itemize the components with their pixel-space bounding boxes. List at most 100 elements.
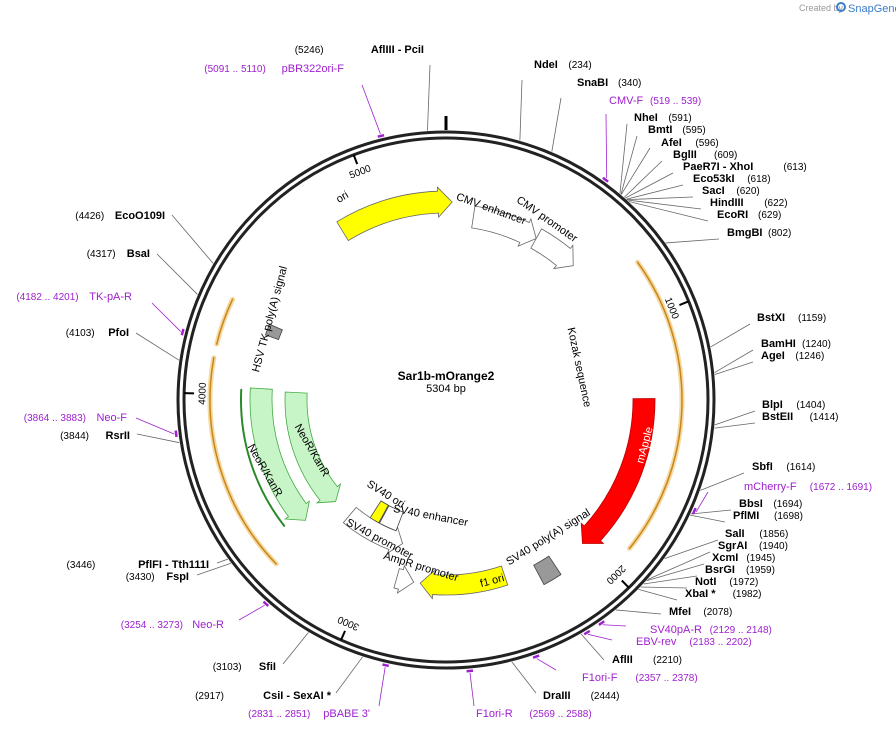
primer-neo-r[interactable]: Neo-R(3254 .. 3273) bbox=[121, 619, 224, 631]
site-bsteii[interactable]: BstEII (1414) bbox=[762, 411, 839, 423]
site-pos: (2210) bbox=[653, 655, 682, 666]
site-sgrai[interactable]: SgrAI(1940) bbox=[718, 540, 788, 552]
site-pflmi[interactable]: PflMI(1698) bbox=[733, 510, 803, 522]
feature-label-kozak-sequence: Kozak sequence bbox=[565, 326, 594, 408]
primer-f1ori-r[interactable]: F1ori-R(2569 .. 2588) bbox=[476, 708, 592, 720]
site-ndei[interactable]: NdeI(234) bbox=[534, 59, 592, 71]
primer-mark bbox=[377, 133, 385, 138]
site-name: BsaI bbox=[127, 248, 150, 260]
leader-line bbox=[620, 147, 651, 195]
leader-line bbox=[690, 514, 726, 523]
site-agei[interactable]: AgeI(1246) bbox=[761, 350, 824, 362]
primer-cmv-f[interactable]: CMV-F(519 .. 539) bbox=[609, 95, 701, 107]
site-csii-sexai[interactable]: CsiI - SexAI *(2917) bbox=[195, 690, 332, 702]
site-name: EcoO109I bbox=[115, 210, 165, 222]
feature-ori bbox=[336, 186, 453, 242]
leader-line bbox=[605, 113, 608, 179]
leader-line bbox=[135, 332, 180, 361]
site-aflii[interactable]: AflII(2210) bbox=[612, 654, 682, 666]
primer-pbabe-3[interactable]: pBABE 3'(2831 .. 2851) bbox=[248, 708, 370, 720]
site-pos: (596) bbox=[695, 138, 718, 149]
site-pos: (4317) bbox=[87, 249, 116, 260]
primer-sv40pa-r[interactable]: SV40pA-R(2129 .. 2148) bbox=[650, 624, 772, 636]
primer-name: pBR322ori-F bbox=[282, 63, 345, 75]
site-bstxi[interactable]: BstXI(1159) bbox=[757, 312, 826, 324]
site-pflfi-tth111i[interactable]: PflFI - Tth111I (3446) bbox=[66, 559, 209, 571]
site-paer7i-xhoi[interactable]: PaeR7I - XhoI(613) bbox=[683, 161, 807, 173]
site-pos: (2444) bbox=[591, 691, 620, 702]
leader-line bbox=[135, 417, 175, 435]
site-bmti[interactable]: BmtI (595) bbox=[648, 124, 706, 136]
site-rsrii[interactable]: RsrII(3844) bbox=[60, 430, 130, 442]
leader-line bbox=[643, 575, 698, 585]
site-eco53ki[interactable]: Eco53kI(618) bbox=[693, 173, 771, 185]
leader-lines bbox=[135, 64, 756, 707]
site-hindiii[interactable]: HindIII(622) bbox=[710, 197, 788, 209]
site-name: PflFI - Tth111I bbox=[138, 559, 209, 571]
site-bmgbi[interactable]: BmgBI(802) bbox=[727, 227, 791, 239]
site-pos: (3446) bbox=[66, 560, 95, 571]
site-noti[interactable]: NotI(1972) bbox=[695, 576, 758, 588]
feature-label-ampr-promoter: AmpR promoter bbox=[382, 550, 460, 584]
site-afei[interactable]: AfeI(596) bbox=[661, 137, 719, 149]
site-bsai[interactable]: BsaI (4317) bbox=[87, 248, 150, 260]
leader-line bbox=[665, 238, 720, 244]
leader-line bbox=[714, 410, 756, 426]
primer-neo-f[interactable]: Neo-F(3864 .. 3883) bbox=[24, 412, 128, 424]
primer-pos: (2357 .. 2378) bbox=[635, 673, 697, 684]
feature-f1-ori bbox=[419, 565, 509, 600]
site-bamhi[interactable]: BamHI(1240) bbox=[761, 338, 831, 350]
site-pos: (1404) bbox=[796, 400, 825, 411]
site-snabi[interactable]: SnaBI(340) bbox=[577, 77, 641, 89]
site-xbai[interactable]: XbaI *(1982) bbox=[685, 588, 762, 600]
site-pfoi[interactable]: PfoI(4103) bbox=[66, 327, 129, 339]
site-bbsi[interactable]: BbsI(1694) bbox=[739, 498, 802, 510]
tick-label: 3000 bbox=[336, 613, 361, 632]
primer-name: F1ori-F bbox=[582, 672, 618, 684]
site-name: PfoI bbox=[108, 327, 129, 339]
site-xcmi[interactable]: XcmI(1945) bbox=[712, 552, 775, 564]
site-mfei[interactable]: MfeI(2078) bbox=[669, 606, 732, 618]
tick-5000 bbox=[352, 154, 359, 165]
site-name: SacI bbox=[702, 185, 725, 197]
site-name: BmtI bbox=[648, 124, 672, 136]
site-pos: (622) bbox=[764, 198, 787, 209]
orf-track-neor-line bbox=[209, 356, 277, 565]
primer-mcherry-f[interactable]: mCherry-F(1672 .. 1691) bbox=[744, 481, 872, 493]
leader-line bbox=[536, 658, 557, 671]
leader-line bbox=[156, 253, 198, 295]
site-bsrgi[interactable]: BsrGI(1959) bbox=[705, 564, 775, 576]
site-fspi[interactable]: FspI(3430) bbox=[126, 571, 189, 583]
site-pos: (1246) bbox=[795, 351, 824, 362]
site-nhei[interactable]: NheI(591) bbox=[634, 112, 692, 124]
site-blpi[interactable]: BlpI(1404) bbox=[762, 399, 825, 411]
primer-f1ori-f[interactable]: F1ori-F (2357 .. 2378) bbox=[582, 672, 698, 684]
site-pos: (1414) bbox=[810, 412, 839, 423]
site-name: SfiI bbox=[259, 661, 276, 673]
primer-pos: (4182 .. 4201) bbox=[16, 292, 78, 303]
tick-3000 bbox=[340, 630, 346, 641]
leader-line bbox=[171, 214, 214, 264]
site-pos: (595) bbox=[682, 125, 705, 136]
primer-tk-pa-r[interactable]: TK-pA-R(4182 .. 4201) bbox=[16, 291, 132, 303]
site-saci[interactable]: SacI(620) bbox=[702, 185, 760, 197]
site-ecori[interactable]: EcoRI(629) bbox=[717, 209, 781, 221]
primer-pbr322ori-f[interactable]: pBR322ori-F(5091 .. 5110) bbox=[204, 63, 344, 75]
site-name: XcmI bbox=[712, 552, 738, 564]
leader-line bbox=[151, 302, 181, 332]
site-bglii[interactable]: BglII(609) bbox=[673, 149, 737, 161]
leader-line bbox=[700, 472, 745, 491]
site-sbfi[interactable]: SbfI(1614) bbox=[752, 461, 815, 473]
site-draiii[interactable]: DraIII(2444) bbox=[543, 690, 620, 702]
leader-line bbox=[626, 184, 684, 200]
site-ecoo109i[interactable]: EcoO109I(4426) bbox=[75, 210, 165, 222]
primer-pos: (3864 .. 3883) bbox=[24, 413, 86, 424]
site-name: BstEII bbox=[762, 411, 793, 423]
site-sali[interactable]: SalI(1856) bbox=[725, 528, 788, 540]
site-afliii-pcii[interactable]: AflIII - PciI(5246) bbox=[295, 44, 424, 56]
leader-line bbox=[628, 201, 709, 222]
site-sfii[interactable]: SfiI(3103) bbox=[213, 661, 276, 673]
leader-line bbox=[511, 661, 537, 694]
primer-ebv-rev[interactable]: EBV-rev(2183 .. 2202) bbox=[636, 636, 752, 648]
